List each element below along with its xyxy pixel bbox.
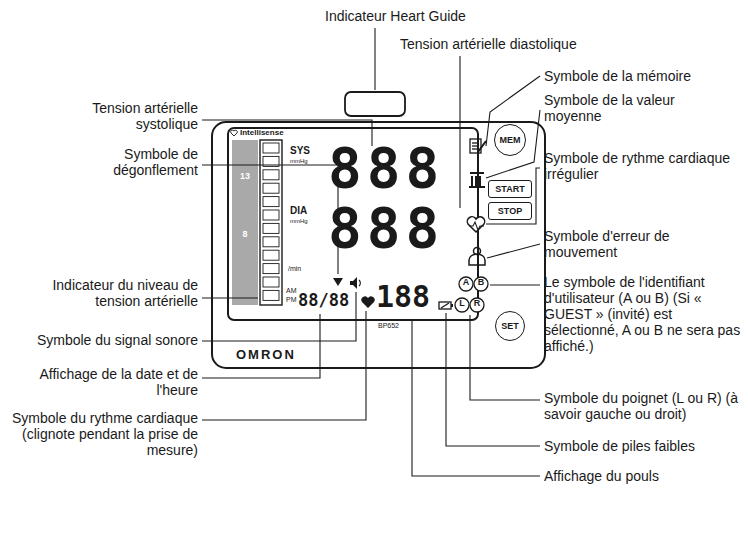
button-label: SET xyxy=(501,321,519,331)
leader-line xyxy=(202,311,366,420)
leader-line xyxy=(202,292,356,341)
mem-button: MEM xyxy=(494,124,526,156)
leader-line xyxy=(202,314,320,378)
unit-label: mmHg xyxy=(290,158,308,164)
set-button: SET xyxy=(495,311,525,341)
segment-digits: 888 xyxy=(328,200,444,256)
leader-line xyxy=(412,320,540,476)
callout-label: Symbole du rythme cardiaque (clignote pe… xyxy=(8,410,198,458)
time-label: PM xyxy=(286,296,297,303)
button-label: MEM xyxy=(500,135,521,145)
heart-guide-indicator xyxy=(345,92,405,116)
callout-label: Le symbole de l'identifiant d'utilisateu… xyxy=(544,274,742,354)
level-segment xyxy=(263,183,279,193)
level-segment xyxy=(263,170,279,180)
wrist-l-circle xyxy=(455,298,469,312)
callout-label: Affichage du pouls xyxy=(544,468,742,484)
stop-button: STOP xyxy=(488,202,532,220)
wrist-letter: R xyxy=(474,299,481,308)
callout-label: Symbole du poignet (L ou R) (à savoir ga… xyxy=(544,390,742,422)
callout-label: Indicateur Heart Guide xyxy=(325,8,505,24)
wrist-r-circle xyxy=(470,298,484,312)
time-label: AM xyxy=(286,287,297,294)
average-symbol xyxy=(469,172,485,188)
level-segment xyxy=(263,223,279,233)
level-segment xyxy=(263,290,279,300)
user-letter: A xyxy=(463,278,470,287)
level-segment xyxy=(263,197,279,207)
movement-error-symbol xyxy=(469,248,485,266)
leader-line xyxy=(202,165,338,274)
level-segment xyxy=(263,264,279,274)
callout-label: Tension artérielle diastolique xyxy=(400,36,600,52)
user-letter: B xyxy=(478,278,485,287)
intellisense-icon xyxy=(231,130,238,136)
leader-line xyxy=(490,284,540,285)
leader-lines xyxy=(202,28,540,476)
leader-line xyxy=(374,28,375,90)
level-segment xyxy=(263,237,279,247)
brand-mark: Intellisense xyxy=(240,129,284,137)
button-label: STOP xyxy=(498,206,522,216)
battery-symbol xyxy=(439,302,453,309)
segment-digits: 888 xyxy=(328,140,444,196)
irregular-heart-wave xyxy=(469,222,484,230)
leader-line xyxy=(486,110,540,178)
leader-line xyxy=(446,313,540,446)
display-label: SYS xyxy=(290,146,310,156)
level-segments xyxy=(263,143,279,300)
display-label: DIA xyxy=(290,206,307,216)
scale-number: 13 xyxy=(240,172,250,181)
wrist-letter: L xyxy=(459,299,465,308)
unit-label: /min xyxy=(288,265,301,272)
leader-line xyxy=(470,315,540,400)
leader-line xyxy=(487,244,540,258)
leader-line xyxy=(459,56,460,208)
start-button: START xyxy=(488,180,532,198)
leader-line xyxy=(202,297,258,298)
callout-label: Symbole de rythme cardiaque irrégulier xyxy=(544,150,742,182)
user-a-circle xyxy=(459,277,473,291)
brand-logo: OMRON xyxy=(236,348,296,361)
callout-label: Symbole d'erreur de mouvement xyxy=(544,228,742,260)
display-window xyxy=(228,128,478,320)
callout-label: Tension artérielle systolique xyxy=(48,100,198,132)
memory-symbol xyxy=(470,139,486,153)
sound-symbol xyxy=(350,277,360,289)
device-body xyxy=(212,122,545,368)
callout-label: Symbole de la mémoire xyxy=(544,68,742,84)
callout-label: Symbole de piles faibles xyxy=(544,438,742,454)
pulse-digits: 188 xyxy=(376,282,430,312)
level-segment xyxy=(263,143,279,153)
leader-line xyxy=(486,168,540,224)
level-segment xyxy=(263,277,279,287)
scale-number: 8 xyxy=(242,230,247,239)
button-label: START xyxy=(495,184,524,194)
callout-label: Symbole de dégonflement xyxy=(48,146,198,178)
date-digits: 88/88 xyxy=(298,292,349,309)
level-segment xyxy=(263,250,279,260)
callout-label: Indicateur du niveau de tension artériel… xyxy=(28,277,198,309)
callout-label: Symbole de la valeur moyenne xyxy=(544,92,694,124)
level-segment xyxy=(263,210,279,220)
callout-label: Symbole du signal sonore xyxy=(23,332,198,348)
irregular-heart-symbol xyxy=(467,217,484,232)
pulse-heart-symbol xyxy=(361,296,374,308)
model-number: BP652 xyxy=(378,322,399,329)
callout-label: Affichage de la date et de l'heure xyxy=(28,366,198,398)
unit-label: mmHg xyxy=(290,218,308,224)
deflation-symbol xyxy=(333,278,343,286)
user-b-circle xyxy=(474,277,488,291)
